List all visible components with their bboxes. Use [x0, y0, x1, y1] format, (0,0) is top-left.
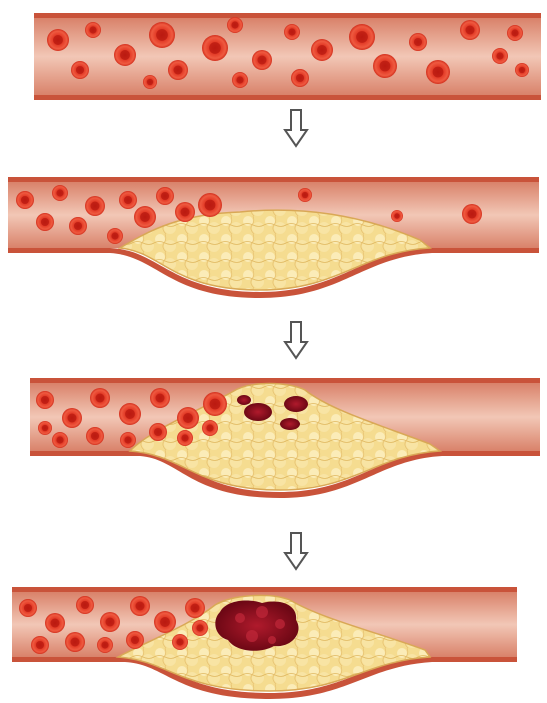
red-blood-cell-center	[140, 212, 150, 222]
red-blood-cell-center	[414, 38, 422, 46]
red-blood-cell-center	[91, 432, 99, 440]
red-blood-cell-center	[24, 604, 32, 612]
red-blood-cell-center	[21, 196, 29, 204]
red-blood-cell-center	[111, 232, 118, 239]
red-blood-cell-center	[131, 636, 139, 644]
red-blood-cell-center	[231, 21, 238, 28]
red-blood-cell-center	[356, 31, 368, 43]
red-blood-cell-center	[511, 29, 518, 36]
red-blood-cell-center	[183, 413, 193, 423]
red-blood-cell-center	[51, 619, 60, 628]
red-blood-cell-center	[209, 42, 221, 54]
red-blood-cell-center	[236, 76, 243, 83]
red-blood-cell-center	[68, 414, 77, 423]
red-blood-cell-center	[101, 641, 108, 648]
red-blood-cell-center	[210, 399, 221, 410]
red-blood-cell-center	[296, 74, 304, 82]
stage-3-plaque-rupture	[30, 378, 540, 498]
red-blood-cell-center	[380, 61, 391, 72]
red-blood-cell-center	[76, 66, 84, 74]
red-blood-cell-center	[191, 604, 200, 613]
down-arrow-2	[285, 322, 307, 358]
red-blood-cell-center	[468, 210, 477, 219]
red-blood-cell-center	[394, 213, 399, 218]
red-blood-cell-center	[89, 26, 96, 33]
red-blood-cell-center	[154, 428, 162, 436]
red-blood-cell-center	[81, 601, 89, 609]
red-blood-cell-center	[496, 52, 503, 59]
red-blood-cell-center	[120, 50, 130, 60]
stage-1-healthy-vessel	[34, 13, 541, 100]
vessel-wall-top	[12, 587, 517, 592]
red-blood-cell-center	[74, 222, 82, 230]
down-arrow-3	[285, 533, 307, 569]
red-blood-cell-center	[56, 436, 63, 443]
vessel-wall-top	[8, 177, 539, 182]
red-blood-cell-center	[466, 26, 475, 35]
red-blood-cell-center	[96, 394, 105, 403]
red-blood-cell-center	[288, 28, 295, 35]
red-blood-cell-center	[174, 66, 183, 75]
red-blood-cell-center	[161, 192, 169, 200]
red-blood-cell-center	[147, 79, 153, 85]
red-blood-cell-center	[125, 409, 135, 419]
vessel-wall-top	[30, 378, 540, 383]
red-blood-cell-center	[53, 35, 63, 45]
red-blood-cell-center	[91, 202, 100, 211]
red-blood-cell-center	[317, 45, 327, 55]
red-blood-cell-center	[205, 200, 216, 211]
red-blood-cell-center	[124, 196, 132, 204]
red-blood-cell-center	[433, 67, 444, 78]
red-blood-cell-center	[196, 624, 203, 631]
red-blood-cell-center	[41, 218, 49, 226]
red-blood-cell-center	[136, 602, 145, 611]
red-blood-cell-center	[156, 29, 168, 41]
red-blood-cell-center	[519, 67, 525, 73]
red-blood-cell-center	[302, 192, 308, 198]
red-blood-cell-center	[71, 638, 80, 647]
red-blood-cell-center	[156, 394, 165, 403]
red-blood-cell-center	[181, 208, 190, 217]
red-blood-cell-center	[56, 189, 63, 196]
down-arrow-1	[285, 110, 307, 146]
stage-2-plaque-buildup	[8, 177, 539, 298]
red-blood-cell-center	[42, 425, 48, 431]
stage-4-thrombus	[12, 587, 517, 699]
vessel-wall-bottom	[34, 95, 541, 100]
red-blood-cell-center	[106, 618, 115, 627]
red-blood-cell-center	[124, 436, 131, 443]
red-blood-cell-center	[41, 396, 49, 404]
red-blood-cell-center	[181, 434, 188, 441]
vessel-wall-top	[34, 13, 541, 18]
red-blood-cell-center	[258, 56, 267, 65]
red-blood-cell-center	[160, 617, 170, 627]
red-blood-cell-center	[36, 641, 44, 649]
red-blood-cell-center	[206, 424, 213, 431]
red-blood-cell-center	[176, 638, 183, 645]
